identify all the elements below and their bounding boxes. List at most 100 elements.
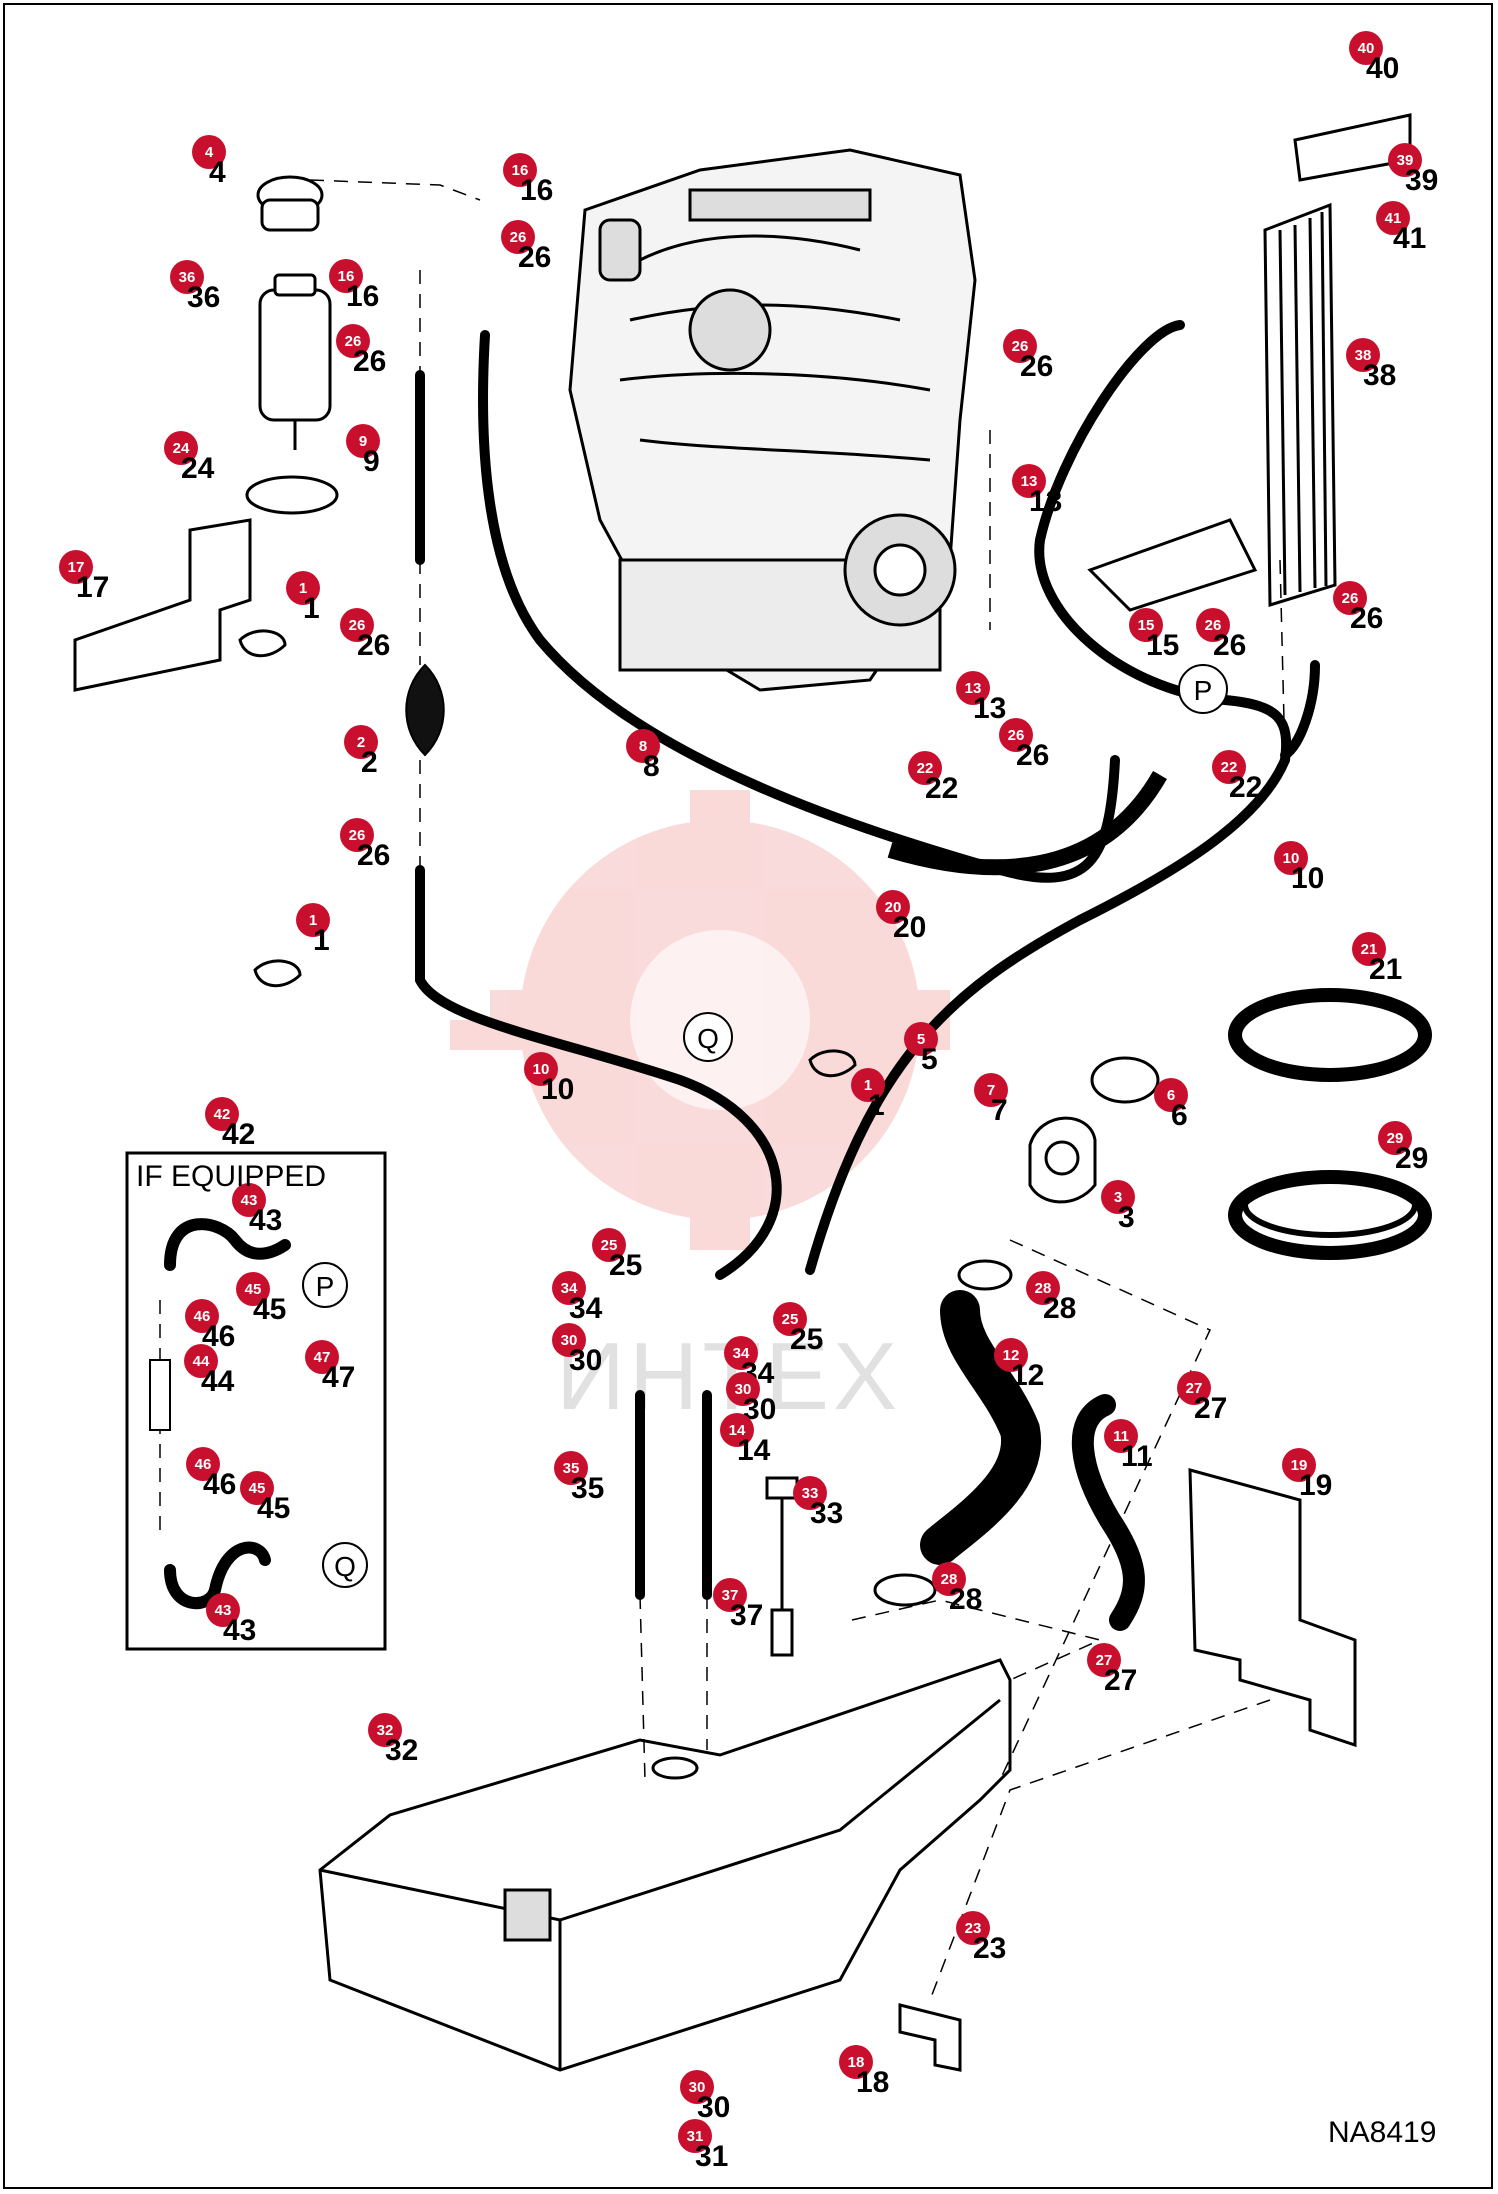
callout-badge [164,431,198,465]
callout-number: 18 [856,2066,889,2099]
connector-markers: P Q [683,664,1228,1062]
callout-badge [501,220,535,254]
callout-badge [999,718,1033,752]
callout-number: 30 [569,1344,602,1377]
callout-badge [305,1340,339,1374]
callout-number: 42 [222,1118,255,1151]
vent-hose-11 [1071,1394,1145,1631]
hose-clamp-24 [245,475,339,515]
callout-badge-number: 28 [941,1571,958,1588]
callout-badge-number: 38 [1355,347,1372,364]
callout-number: 22 [925,772,958,805]
callout-badge [1196,608,1230,642]
callout-c6: 66 [1154,1078,1188,1132]
fuel-cooler [1263,202,1337,608]
filler-hose-12 [920,1290,1042,1565]
callout-badge-number: 18 [848,2054,865,2071]
callout-badge-number: 39 [1397,152,1414,169]
callout-badge-number: 34 [733,1345,750,1362]
callout-badge-number: 47 [314,1349,331,1366]
callout-badge [1104,1419,1138,1453]
callout-badge-number: 16 [512,162,529,179]
callout-badge [205,1097,239,1131]
callout-badge-number: 1 [299,580,307,597]
callout-badge-number: 26 [345,333,362,350]
callout-number: 36 [187,281,220,314]
callout-number: 45 [253,1293,286,1326]
callout-badge [678,2119,712,2153]
callout-number: 1 [303,592,320,625]
callout-number: 32 [385,1734,418,1767]
callout-badge-number: 30 [561,1332,578,1349]
cooler-mount-plate [1087,518,1258,612]
inset-title: IF EQUIPPED [136,1160,327,1193]
callout-badge [720,1413,754,1447]
callout-badge [793,1476,827,1510]
callout-badge [713,1578,747,1612]
callout-number: 6 [1171,1099,1188,1132]
callout-c1a: 11 [286,571,320,625]
callout-badge-number: 26 [1008,727,1025,744]
fuel-sender [765,1476,799,1657]
callout-number: 47 [322,1361,355,1394]
fuel-hoses [415,320,1320,1600]
callout-badge-number: 45 [245,1281,262,1298]
callout-badge-number: 26 [349,617,366,634]
callout-c7: 77 [974,1073,1008,1127]
callout-badge-number: 22 [917,760,934,777]
callout-number: 34 [569,1292,603,1325]
callout-badge [1282,1448,1316,1482]
callout-number: 17 [76,571,109,604]
callout-badge [680,2070,714,2104]
callout-badge [956,671,990,705]
callout-number: 13 [973,692,1006,725]
callout-badge-number: 45 [249,1480,266,1497]
callout-badge [552,1323,586,1357]
callout-number: 19 [1299,1469,1332,1502]
callout-number: 12 [1011,1359,1044,1392]
callout-badge-number: 13 [965,680,982,697]
fuel-tank [318,1658,1012,2072]
callout-number: 35 [571,1472,604,1505]
callout-c1b: 11 [296,903,330,957]
callout-number: 28 [1043,1292,1076,1325]
callout-badge [524,1052,558,1086]
callout-number: 45 [257,1492,290,1525]
marker-p: P [1194,675,1213,706]
callout-badge [184,1344,218,1378]
callout-number: 3 [1118,1201,1135,1234]
tank-bracket-18 [898,2003,962,2072]
callout-badge-number: 36 [179,269,196,286]
callout-badge-number: 28 [1035,1280,1052,1297]
callout-number: 14 [737,1434,771,1467]
callout-number: 37 [730,1599,763,1632]
callout-badge-number: 1 [309,912,317,929]
callout-badge [346,424,380,458]
watermark-text: ИНТЕХ [556,1323,902,1430]
callout-badge [185,1299,219,1333]
callout-number: 39 [1405,164,1438,197]
inset-box [125,1151,387,1651]
